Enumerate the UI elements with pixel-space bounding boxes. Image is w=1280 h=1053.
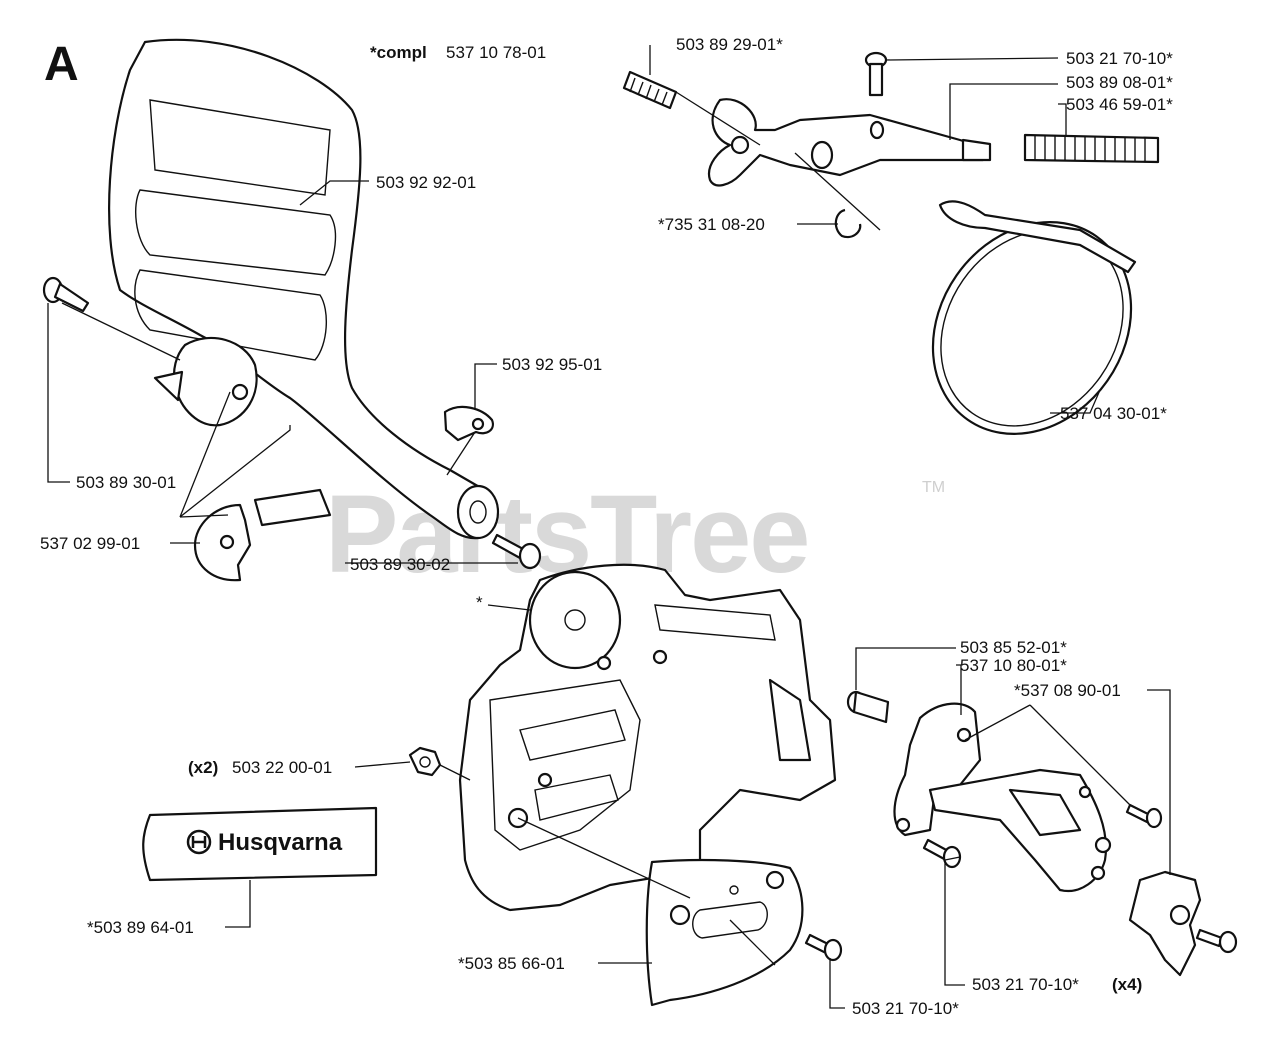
label-503-89-64-01: *503 89 64-01 xyxy=(87,918,194,937)
label-503-21-70-10-top: 503 21 70-10* xyxy=(1066,49,1173,68)
decal-brand-text: Husqvarna xyxy=(218,829,343,856)
label-735-31-08-20: *735 31 08-20 xyxy=(658,215,765,234)
watermark-tm: TM xyxy=(922,479,945,496)
label-503-89-30-02: 503 89 30-02 xyxy=(350,555,450,574)
cam-537-02-99-01-part xyxy=(193,488,332,582)
screw-503-89-30-01-part xyxy=(42,276,90,313)
hand-guard-part xyxy=(108,38,500,540)
label-503-85-66-01: *503 85 66-01 xyxy=(458,954,565,973)
label-qty-x4: (x4) xyxy=(1112,975,1142,994)
husqvarna-decal-part: Husqvarna xyxy=(142,806,378,882)
label-asterisk: * xyxy=(476,593,483,612)
screw-bottom-503-21-70-10-part xyxy=(804,933,843,962)
lever-503-92-95-01-part xyxy=(443,405,494,442)
pin-503-85-52-01-part xyxy=(846,690,890,724)
compl-number-label: 537 10 78-01 xyxy=(446,43,546,62)
nut-503-22-00-01-part xyxy=(408,746,442,777)
label-537-10-80-01: 537 10 80-01* xyxy=(960,656,1067,675)
clutch-cover-part xyxy=(458,563,837,912)
bar-plate-part xyxy=(645,858,804,1007)
leader-lines xyxy=(47,45,1171,1009)
label-503-21-70-10-x4: 503 21 70-10* xyxy=(972,975,1079,994)
label-qty-x2: (x2) xyxy=(188,758,218,777)
brake-lever-assembly-part xyxy=(707,98,992,187)
compl-prefix-label: *compl xyxy=(370,43,427,62)
plate-537-10-80-01-part xyxy=(893,702,982,837)
label-503-89-30-01: 503 89 30-01 xyxy=(76,473,176,492)
label-503-92-95-01: 503 92 95-01 xyxy=(502,355,602,374)
screws-503-21-70-10-part xyxy=(922,803,1238,954)
label-503-46-59-01: 503 46 59-01* xyxy=(1066,95,1173,114)
spring-503-89-29-01-part xyxy=(622,70,678,110)
chain-guide-part xyxy=(928,768,1202,977)
part-labels: *compl 537 10 78-01 503 89 29-01* 503 21… xyxy=(40,35,1173,1018)
label-503-89-29-01: 503 89 29-01* xyxy=(676,35,783,54)
brake-band-part xyxy=(931,200,1137,435)
husqvarna-logo-icon xyxy=(186,829,212,855)
label-537-04-30-01: 537 04 30-01* xyxy=(1060,404,1167,423)
section-letter: A xyxy=(44,38,79,91)
circlip-part xyxy=(834,208,862,239)
label-503-85-52-01: 503 85 52-01* xyxy=(960,638,1067,657)
screw-top-503-21-70-10-part xyxy=(864,51,888,97)
label-537-02-99-01: 537 02 99-01 xyxy=(40,534,140,553)
spring-503-46-59-01-part xyxy=(1023,133,1160,164)
label-503-89-08-01: 503 89 08-01* xyxy=(1066,73,1173,92)
label-537-08-90-01: *537 08 90-01 xyxy=(1014,681,1121,700)
label-503-92-92-01: 503 92 92-01 xyxy=(376,173,476,192)
screw-503-89-30-02-part xyxy=(491,533,542,570)
label-503-22-00-01: 503 22 00-01 xyxy=(232,758,332,777)
label-503-21-70-10-bottom: 503 21 70-10* xyxy=(852,999,959,1018)
